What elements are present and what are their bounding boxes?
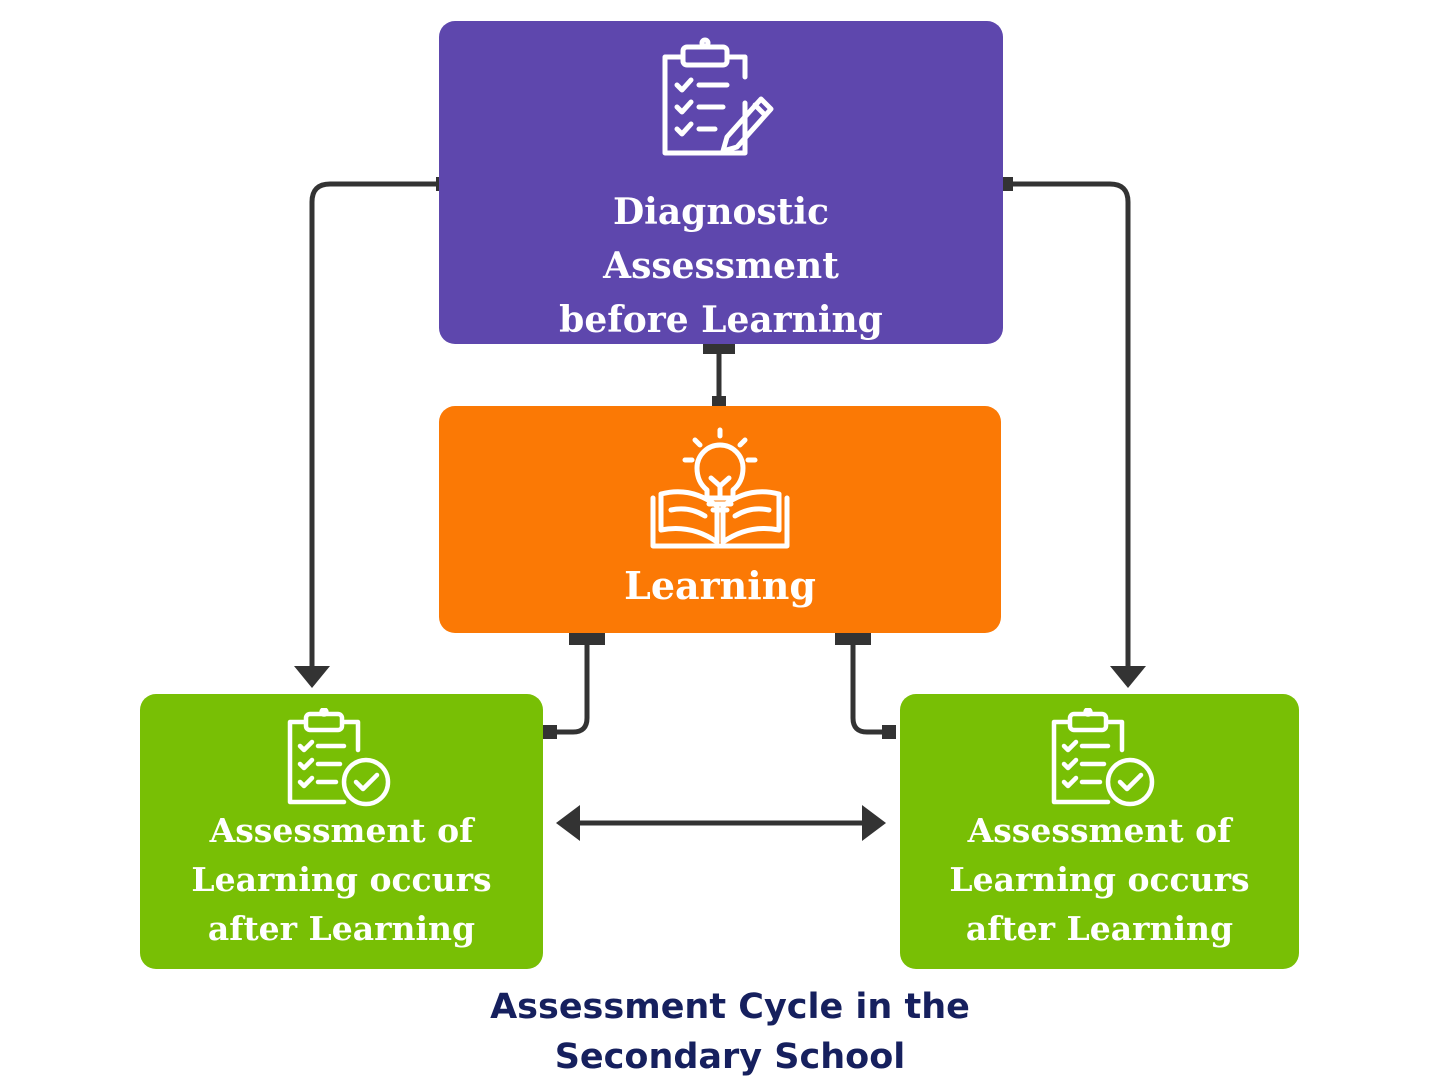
connector-port: [543, 725, 557, 739]
connector-port: [712, 396, 726, 408]
arrowhead-double-right: [862, 805, 886, 841]
diagnostic-assessment-label: Diagnostic Assessment before Learning: [559, 191, 883, 341]
connector-diagnostic-to-right: [1003, 181, 1131, 668]
assessment-of-learning-right-label: Assessment of Learning occurs after Lear…: [949, 811, 1250, 948]
clipboard-check-icon: [1051, 708, 1155, 807]
arrowhead-right: [1110, 666, 1146, 688]
assessment-of-learning-left-node: Assessment of Learning occurs after Lear…: [140, 694, 543, 969]
arrowhead-left: [294, 666, 330, 688]
clipboard-pencil-icon: [662, 37, 774, 156]
lightbulb-book-icon: [650, 427, 790, 549]
diagnostic-assessment-node: Diagnostic Assessment before Learning: [439, 21, 1003, 344]
learning-label: Learning: [624, 563, 816, 608]
clipboard-check-icon: [287, 708, 391, 807]
connector-port: [882, 725, 896, 739]
assessment-of-learning-right-node: Assessment of Learning occurs after Lear…: [900, 694, 1299, 969]
connector-learning-to-right: [850, 645, 892, 735]
assessment-of-learning-left-label: Assessment of Learning occurs after Lear…: [191, 811, 492, 948]
connector-learning-to-left: [548, 645, 590, 735]
diagram-caption: Assessment Cycle in the Secondary School: [490, 987, 970, 1077]
arrowhead-double-left: [556, 805, 580, 841]
learning-node: Learning: [439, 406, 1001, 633]
connector-diagnostic-to-left: [309, 181, 440, 668]
